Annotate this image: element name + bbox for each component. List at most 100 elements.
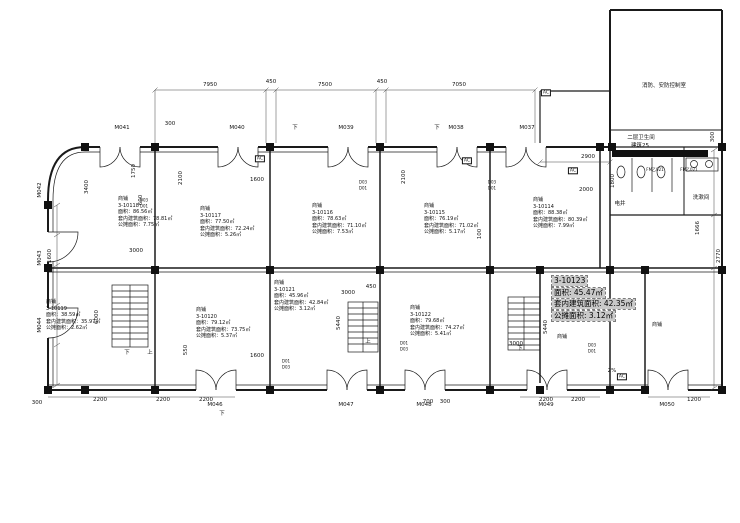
annotation-label: D03 xyxy=(399,346,409,352)
dimension-label: 550 xyxy=(183,344,189,356)
shop-label-line: 面积：78.63㎡ xyxy=(312,216,347,222)
annotation-label: FM乙021 xyxy=(680,167,698,172)
shop-label-line: 套内建筑面积：35.97㎡ xyxy=(46,318,101,325)
shop-label-line: 3-10120 xyxy=(196,313,217,320)
annotation-label: D03 xyxy=(281,364,291,370)
shop-label-line: 商铺 xyxy=(196,307,207,313)
door-mark: M037 xyxy=(519,125,535,131)
annotation-label: 2% xyxy=(607,368,617,374)
shop-label-line: 面积：79.12㎡ xyxy=(196,320,231,326)
door-mark: M049 xyxy=(538,402,554,408)
door-mark: M041 xyxy=(114,125,130,131)
dimension-label: 3000 xyxy=(509,341,523,347)
shop-label-line: 3-10119 xyxy=(46,305,67,312)
dimension-label: 1600 xyxy=(250,177,264,183)
shop-label-line: 面积：79.68㎡ xyxy=(410,318,445,324)
shop-label-line: 3-10118 xyxy=(118,202,139,209)
annotation-label: 建筑25 xyxy=(631,143,649,149)
door-mark: M043 xyxy=(37,250,43,266)
dimension-label: 2200 xyxy=(539,397,553,403)
door-mark: M042 xyxy=(37,182,43,198)
shop-label-line: 面积：88.38㎡ xyxy=(533,210,568,216)
door-mark: M040 xyxy=(229,125,245,131)
ac-unit-label: AC xyxy=(254,155,266,163)
ac-unit-label: AC xyxy=(540,89,552,97)
shop-label-line: 公摊面积：5.37㎡ xyxy=(196,333,238,339)
dimension-label: 7050 xyxy=(452,82,466,88)
shop-label-line: 3-10114 xyxy=(533,203,554,210)
shop-label-line: 套内建筑面积：78.81㎡ xyxy=(118,215,173,222)
dimension-label: 300 xyxy=(164,121,176,127)
shop-label-line: 商铺 xyxy=(274,280,285,286)
dimension-label: 5440 xyxy=(543,320,549,334)
dimension-label: 1200 xyxy=(687,397,701,403)
annotation-label: 消防、安防控制室 xyxy=(641,83,687,89)
dimension-label: 300 xyxy=(710,131,716,143)
dimension-label: 2770 xyxy=(716,249,722,263)
shop-label-line: 商铺 xyxy=(652,322,663,328)
shop-label-line: 公摊面积：7.75㎡ xyxy=(118,222,160,228)
dimension-label: 300 xyxy=(31,400,43,406)
annotation-label: D01 xyxy=(281,358,291,364)
shop-label-line: 公摊面积：5.17㎡ xyxy=(424,229,466,235)
annotation-label: D03 xyxy=(587,342,597,348)
shop-label-line: 商铺 xyxy=(200,206,211,212)
door-mark: M039 xyxy=(338,125,354,131)
door-mark: M038 xyxy=(448,125,464,131)
shop-label-line: 公摊面积：7.53㎡ xyxy=(312,229,354,235)
annotation-label: D03 xyxy=(139,197,149,203)
shop-label-line: 商铺 xyxy=(410,305,421,311)
shop-label-line: 商铺 xyxy=(312,203,323,209)
shop-label-line: 商铺 xyxy=(533,197,544,203)
shop-label-line: 面积：76.19㎡ xyxy=(424,216,459,222)
shop-label-line: 套内建筑面积：73.75㎡ xyxy=(196,326,251,333)
dimension-label: 450 xyxy=(265,79,277,85)
dimension-label: 450 xyxy=(376,79,388,85)
dimension-label: 300 xyxy=(439,399,451,405)
selected-shop-inner-area: 套内建筑面积: 42.35㎡ xyxy=(551,298,636,311)
dimension-label: 1666 xyxy=(695,221,701,235)
shop-label-line: 3-10121 xyxy=(274,286,295,293)
dimension-label: 3000 xyxy=(341,290,355,296)
dimension-label: 700 xyxy=(422,399,434,405)
door-mark: M050 xyxy=(659,402,675,408)
selected-shop-annotation[interactable]: 3-10123 面积: 45.47㎡ 套内建筑面积: 42.35㎡ 公摊面积: … xyxy=(550,274,636,323)
dimension-label: 2100 xyxy=(178,171,184,185)
ac-unit-label: AC xyxy=(461,157,473,165)
shop-label-line: 套内建筑面积：80.39㎡ xyxy=(533,216,588,223)
shop-label-line: 商铺 xyxy=(424,203,435,209)
annotation-label: D03 xyxy=(487,179,497,185)
annotation-label: D03 xyxy=(358,179,368,185)
door-mark: M047 xyxy=(338,402,354,408)
door-mark: M044 xyxy=(37,317,43,333)
dimension-label: 2200 xyxy=(156,397,170,403)
ac-unit-label: AC xyxy=(616,373,628,381)
dimension-label: 7950 xyxy=(203,82,217,88)
selected-shop-id: 3-10123 xyxy=(550,274,589,288)
shop-label-block: 商铺 xyxy=(652,322,662,329)
shop-label-line: 公摊面积：2.62㎡ xyxy=(46,325,88,331)
annotation-label: 下 xyxy=(292,125,298,131)
shop-label-line: 公摊面积：7.99㎡ xyxy=(533,223,575,229)
shop-label-line: 公摊面积：5.41㎡ xyxy=(410,331,452,337)
dimension-label: 1600 xyxy=(47,249,53,263)
door-mark: M046 xyxy=(207,402,223,408)
annotation-label: 下 xyxy=(219,411,225,417)
annotation-label: 二层卫生间 xyxy=(627,135,655,141)
shop-label-line: 面积：86.56㎡ xyxy=(118,209,153,215)
shop-label-line: 套内建筑面积：71.02㎡ xyxy=(424,222,479,229)
annotation-label: 上 xyxy=(365,339,371,345)
dimension-label: 1800 xyxy=(610,174,616,188)
shop-label-line: 3-10122 xyxy=(410,311,431,318)
shop-label-line: 面积：38.59㎡ xyxy=(46,312,81,318)
